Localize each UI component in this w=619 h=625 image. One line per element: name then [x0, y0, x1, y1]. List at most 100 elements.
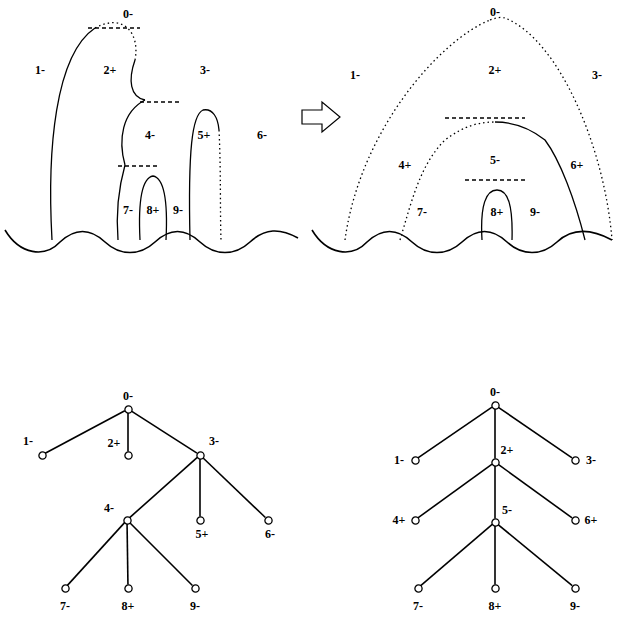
primordium-outline — [482, 190, 513, 240]
primordium-outline — [190, 110, 219, 240]
node-label: 4+ — [393, 514, 406, 526]
primordium-outline — [122, 100, 145, 165]
tree-edge — [203, 457, 266, 517]
tree-edge — [67, 523, 124, 586]
tree-edge — [131, 411, 197, 453]
node-label: 7- — [413, 600, 423, 612]
node-circle — [61, 584, 70, 593]
node-circle — [38, 451, 47, 460]
node-circle — [411, 516, 420, 525]
tree-node: 6- — [264, 516, 273, 525]
tree-node: 5+ — [196, 516, 205, 525]
node-circle — [124, 405, 133, 414]
node-label: 3- — [586, 454, 596, 466]
tree-node: 0- — [491, 401, 500, 410]
node-label: 6+ — [585, 514, 598, 526]
base-line — [312, 230, 612, 253]
region-label: 4- — [145, 129, 155, 141]
primordium-outline — [51, 28, 95, 240]
node-label: 0- — [490, 386, 500, 398]
region-label: 6- — [257, 129, 267, 141]
primordium-outline — [400, 122, 495, 240]
node-circle — [196, 516, 205, 525]
region-label: 6+ — [571, 159, 584, 171]
region-label: 7- — [417, 206, 427, 218]
node-label: 4- — [104, 502, 114, 514]
base-line — [5, 230, 298, 253]
tree-node: 4+ — [411, 516, 420, 525]
tree-edge — [421, 524, 493, 585]
node-circle — [196, 451, 205, 460]
node-circle — [491, 518, 500, 527]
node-circle — [491, 401, 500, 410]
tree-edge — [130, 523, 193, 586]
tree-node: 9- — [191, 584, 200, 593]
tree-edge — [418, 407, 492, 458]
region-label: 5+ — [198, 129, 211, 141]
node-circle — [411, 456, 420, 465]
tree-edge — [498, 407, 572, 458]
node-circle — [491, 584, 500, 593]
primordium-outline — [219, 130, 221, 240]
tree-node: 4- — [123, 516, 132, 525]
region-label: 9- — [530, 206, 540, 218]
primordium-outline — [490, 17, 612, 240]
region-label: 1- — [35, 64, 45, 76]
node-label: 2+ — [108, 437, 121, 449]
region-label: 8+ — [491, 206, 504, 218]
tree-edge — [199, 459, 201, 517]
node-circle — [571, 516, 580, 525]
tree-edge — [494, 526, 496, 585]
primordium-outline — [95, 23, 136, 60]
node-label: 5- — [502, 504, 512, 516]
region-label: 5- — [490, 154, 500, 166]
boundary-dash — [445, 117, 525, 118]
primordium-outline — [131, 60, 145, 100]
primordium-outline — [117, 165, 125, 240]
region-label: 0- — [123, 8, 133, 20]
node-circle — [123, 516, 132, 525]
region-label: 3- — [200, 64, 210, 76]
tree-node: 1- — [38, 451, 47, 460]
transition-arrow — [302, 102, 340, 132]
tree-node: 5- — [491, 518, 500, 527]
tree-node: 3- — [196, 451, 205, 460]
tree-edge — [127, 413, 129, 452]
node-label: 3- — [209, 435, 219, 447]
tree-node: 7- — [61, 584, 70, 593]
node-circle — [414, 584, 423, 593]
primordium-outline — [495, 122, 585, 240]
node-label: 8+ — [122, 600, 135, 612]
tree-edge — [494, 466, 496, 519]
node-circle — [491, 458, 500, 467]
tree-node: 6+ — [571, 516, 580, 525]
tree-node: 7- — [414, 584, 423, 593]
tree-edge — [126, 524, 128, 585]
region-label: 2+ — [489, 64, 502, 76]
region-label: 4+ — [399, 159, 412, 171]
tree-node: 9- — [571, 584, 580, 593]
tree-edge — [130, 457, 198, 517]
node-circle — [264, 516, 273, 525]
tree-edge — [418, 464, 492, 518]
region-label: 1- — [350, 69, 360, 81]
tree-edge — [45, 411, 125, 454]
node-label: 5+ — [196, 528, 209, 540]
region-label: 3- — [592, 69, 602, 81]
node-label: 9- — [570, 600, 580, 612]
region-label: 8+ — [147, 204, 160, 216]
node-circle — [191, 584, 200, 593]
node-label: 1- — [394, 454, 404, 466]
node-label: 0- — [123, 390, 133, 402]
node-label: 9- — [190, 600, 200, 612]
tree-node: 2+ — [491, 458, 500, 467]
region-label: 9- — [173, 204, 183, 216]
tree-node: 0- — [124, 405, 133, 414]
node-label: 2+ — [501, 444, 514, 456]
node-circle — [571, 456, 580, 465]
node-label: 7- — [60, 600, 70, 612]
tree-edge — [498, 524, 572, 585]
boundary-dash — [465, 179, 525, 180]
